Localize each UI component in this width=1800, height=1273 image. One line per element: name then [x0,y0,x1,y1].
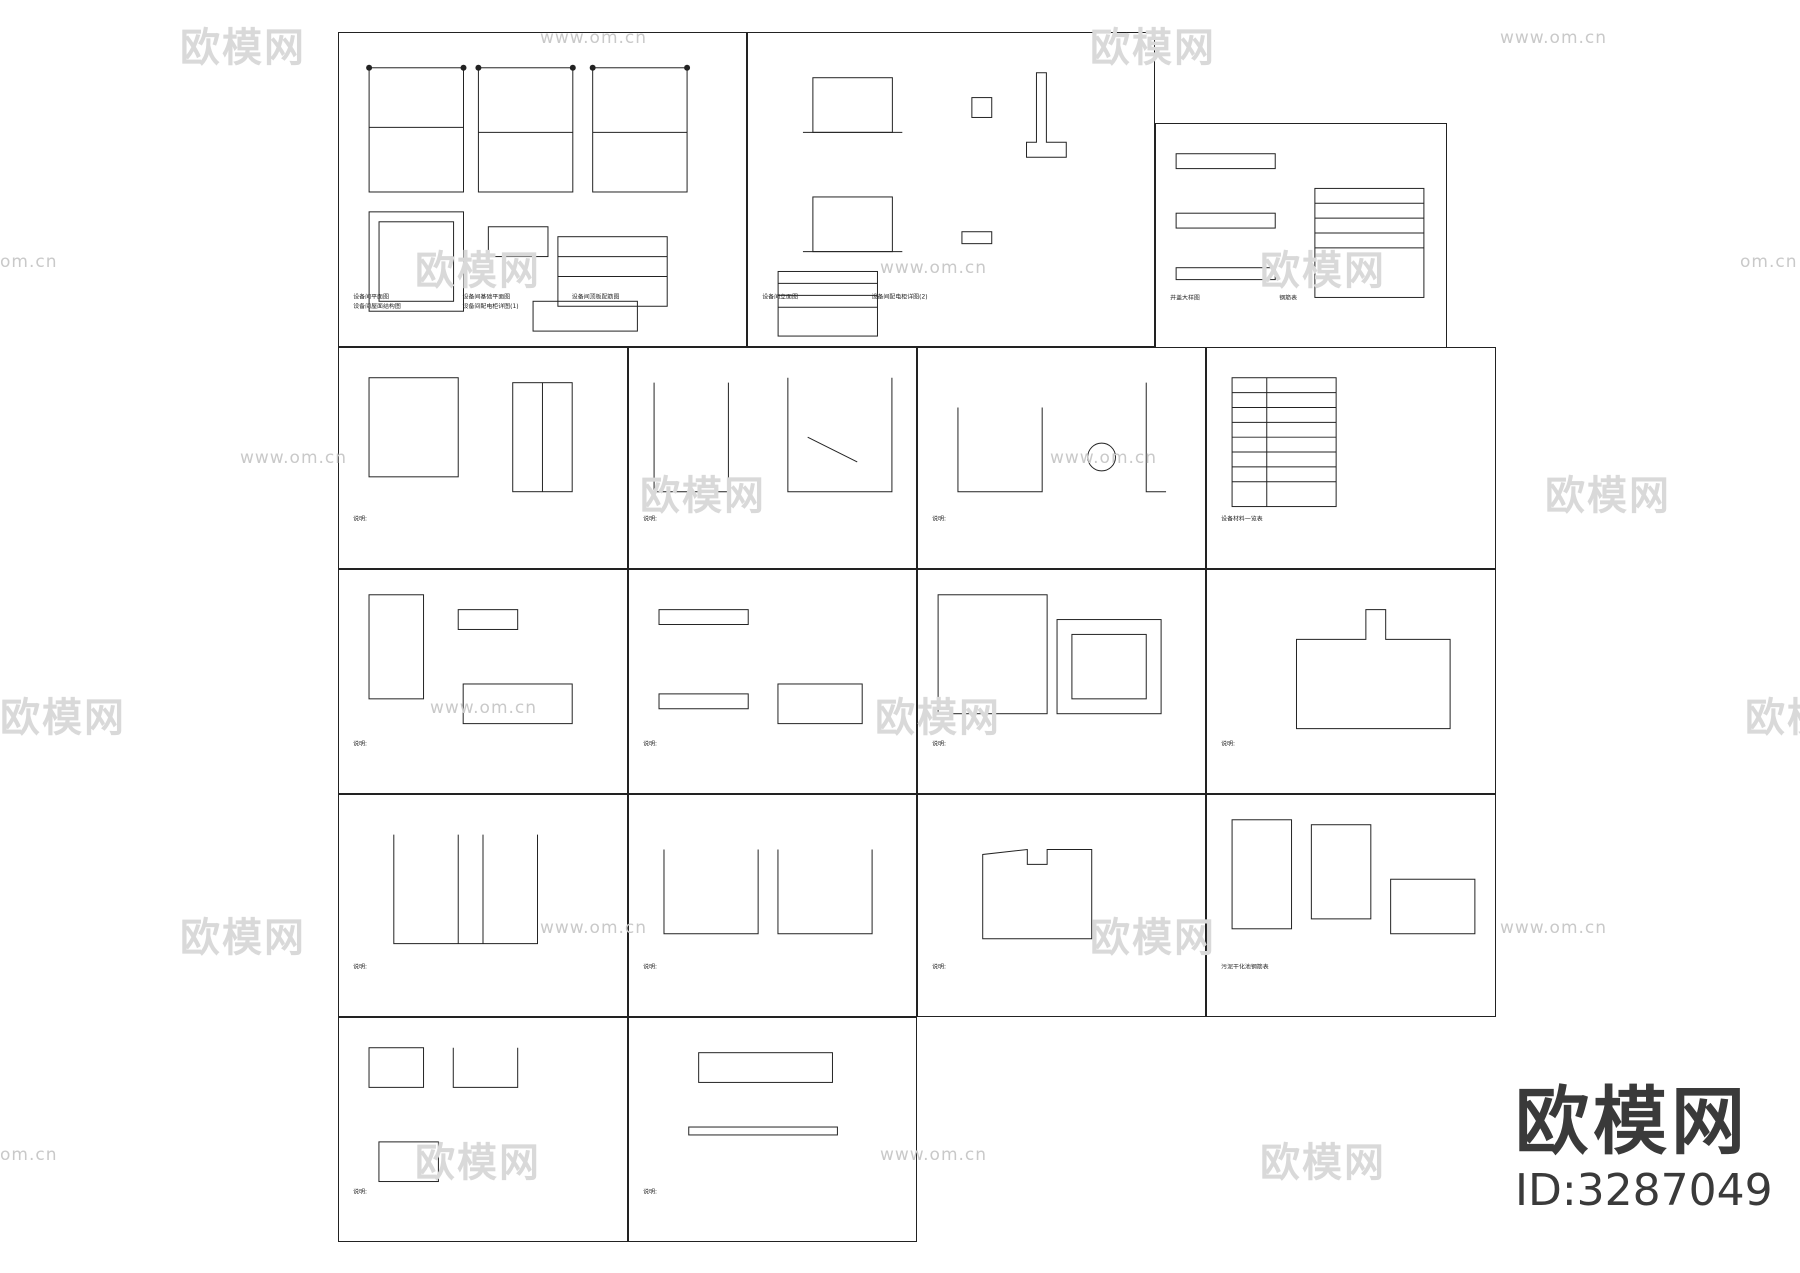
sheet-panel-e2: 说明: [628,1017,917,1242]
sheet-caption: 说明: [353,962,367,970]
brand-block: 欧模网 ID:3287049 [1515,1085,1785,1213]
sheet-panel-d4: 污泥干化池钢筋表 [1206,794,1496,1017]
sheet-caption: 说明: [932,739,946,747]
sheet-panel-a1: 设备间平面图 设备间基础平面图 设备间顶板配筋图设备间屋面结构图 设备间配电柜详图(1… [338,32,747,347]
sheet-caption: 设备间屋面结构图 [353,302,401,310]
sheet-caption: 设备材料一览表 [1221,514,1263,522]
sheet-panel-d3: 说明: [917,794,1206,1017]
sheet-caption: 说明: [353,1187,367,1195]
sheet-panel-c2: 说明: [628,569,917,794]
sheet-caption: 设备间顶板配筋图 [572,292,620,300]
watermark: 欧模网 [180,915,306,961]
sheet-panel-b3: 说明: [917,347,1206,569]
sheet-panel-b4: 设备材料一览表 [1206,347,1496,569]
sheet-a3-drawing: 井盖大样图 钢筋表 [1170,153,1425,301]
sheet-caption: 设备间配电柜详图(1) [463,302,519,310]
sheet-caption: 说明: [932,962,946,970]
sheet-panel-a3: 井盖大样图 钢筋表 [1155,123,1447,348]
sheet-caption: 设备间立面图 [762,292,798,300]
sheet-c3-drawing: 说明: [932,594,1162,747]
sheet-panel-c3: 说明: [917,569,1206,794]
watermark-url: www.om.cn [1500,28,1608,48]
sheet-caption: 说明: [643,1187,657,1195]
sheet-b4-drawing: 设备材料一览表 [1221,377,1337,522]
watermark-url: om.cn [0,252,58,272]
watermark: 欧模网 [1745,695,1800,741]
sheet-d1-drawing: 说明: [353,834,539,970]
sheet-c1-drawing: 说明: [353,594,573,747]
sheet-caption: 污泥干化池钢筋表 [1221,962,1269,970]
sheet-caption: 说明: [643,739,657,747]
sheet-e1-drawing: 说明: [353,1047,519,1195]
sheet-caption: 说明: [353,739,367,747]
sheet-panel-b2: 说明: [628,347,917,569]
sheet-caption: 说明: [643,962,657,970]
sheet-caption: 说明: [643,514,657,522]
watermark: 欧模网 [180,25,306,71]
watermark-url: www.om.cn [1500,918,1608,938]
sheet-caption: 说明: [1221,739,1235,747]
watermark: 欧模网 [1545,473,1671,519]
sheet-panel-c1: 说明: [338,569,628,794]
watermark-url: www.om.cn [240,448,348,468]
sheet-panel-d2: 说明: [628,794,917,1017]
sheet-d3-drawing: 说明: [932,848,1093,970]
brand-name: 欧模网 [1515,1079,1749,1165]
sheet-c2-drawing: 说明: [643,609,863,747]
sheet-caption: 说明: [353,514,367,522]
sheet-caption: 设备间基础平面图 [463,292,511,300]
sheet-b2-drawing: 说明: [643,377,893,522]
sheet-d2-drawing: 说明: [643,849,873,970]
brand-id: ID:3287049 [1515,1165,1773,1216]
sheet-caption: 设备间平面图 [353,292,389,300]
sheet-caption: 说明: [932,514,946,522]
sheet-a2-drawing: 设备间立面图 设备间配电柜详图(2) [762,72,1067,337]
sheet-c4-drawing: 说明: [1221,609,1451,747]
watermark: 欧模网 [1260,1140,1386,1186]
sheet-caption: 设备间配电柜详图(2) [872,292,928,300]
sheet-panel-c4: 说明: [1206,569,1496,794]
sheet-b3-drawing: 说明: [932,382,1167,522]
sheet-panel-b1: 说明: [338,347,628,569]
sheet-d4-drawing: 污泥干化池钢筋表 [1221,819,1476,970]
sheet-caption: 井盖大样图 [1170,293,1200,301]
sheet-b1-drawing: 说明: [353,377,573,522]
sheet-panel-d1: 说明: [338,794,628,1017]
watermark: 欧模网 [0,695,126,741]
sheet-panel-a2: 设备间立面图 设备间配电柜详图(2) [747,32,1155,347]
watermark-url: om.cn [1740,252,1798,272]
sheet-panel-e1: 说明: [338,1017,628,1242]
watermark-url: om.cn [0,1145,58,1165]
sheet-e2-drawing: 说明: [643,1052,838,1195]
sheet-caption: 钢筋表 [1279,293,1297,301]
